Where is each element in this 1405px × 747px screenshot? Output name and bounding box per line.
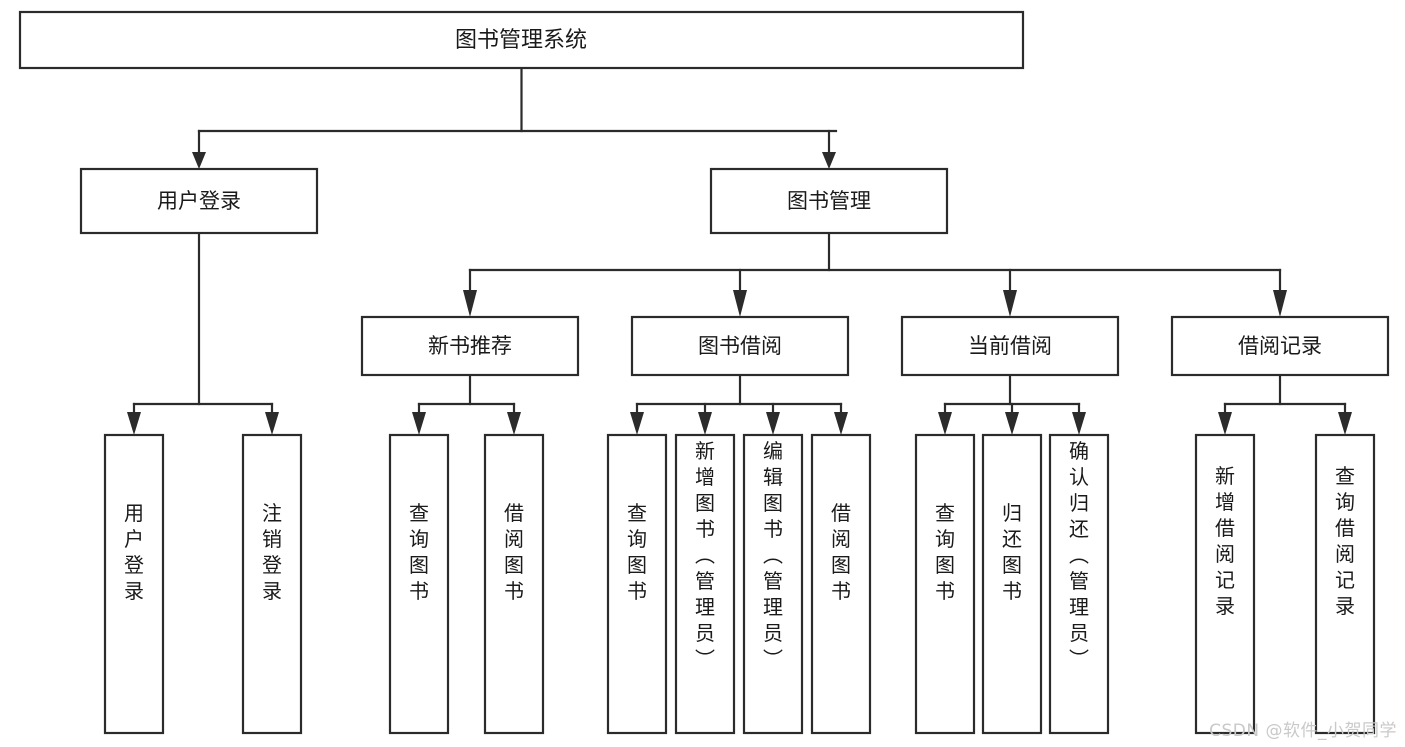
- node-book-management-system[interactable]: 图书管理系统: [18, 10, 1025, 70]
- node-box[interactable]: [360, 315, 580, 377]
- node-leaf-query-record[interactable]: 查询借阅记录: [1314, 433, 1376, 735]
- node-box[interactable]: [388, 433, 450, 735]
- node-label: 图书管理: [787, 189, 871, 213]
- node-borrow-record[interactable]: 借阅记录: [1170, 315, 1390, 377]
- node-label: 查询图书: [627, 501, 647, 603]
- arrowhead-leaf-borrow-book-2: [834, 412, 848, 435]
- node-label: 注销登录: [262, 501, 282, 603]
- node-box[interactable]: [483, 433, 545, 735]
- node-box[interactable]: [630, 315, 850, 377]
- node-user-login[interactable]: 用户登录: [79, 167, 319, 235]
- arrowhead-leaf-add-book: [698, 412, 712, 435]
- arrowhead-leaf-user-login: [127, 412, 141, 435]
- arrowhead-leaf-borrow-book-1: [507, 412, 521, 435]
- node-book-borrow[interactable]: 图书借阅: [630, 315, 850, 377]
- node-label: 图书借阅: [698, 334, 782, 358]
- node-box[interactable]: [103, 433, 165, 735]
- node-label: 查询图书: [935, 501, 955, 603]
- arrowhead-leaf-query-book-2: [630, 412, 644, 435]
- arrowhead-borrow-record: [1273, 290, 1287, 317]
- node-leaf-confirm-return[interactable]: 确认归还︵管理员︶: [1048, 433, 1110, 735]
- arrowhead-leaf-query-record: [1338, 412, 1352, 435]
- arrowhead-book-management: [822, 152, 836, 169]
- node-label: 当前借阅: [968, 334, 1052, 358]
- node-leaf-query-book-1[interactable]: 查询图书: [388, 433, 450, 735]
- node-box[interactable]: [1194, 433, 1256, 735]
- node-box[interactable]: [1170, 315, 1390, 377]
- node-box[interactable]: [914, 433, 976, 735]
- node-box[interactable]: [981, 433, 1043, 735]
- node-leaf-query-book-3[interactable]: 查询图书: [914, 433, 976, 735]
- node-label: 归还图书: [1002, 501, 1022, 603]
- arrowhead-user-login: [192, 152, 206, 169]
- arrowhead-new-book-recommend: [463, 290, 477, 317]
- node-leaf-add-book[interactable]: 新增图书︵管理员︶: [674, 433, 736, 735]
- node-label: 查询借阅记录: [1335, 464, 1355, 618]
- node-label: 新增借阅记录: [1215, 464, 1235, 618]
- node-new-book-recommend[interactable]: 新书推荐: [360, 315, 580, 377]
- node-label: 新书推荐: [428, 334, 512, 358]
- node-leaf-user-login[interactable]: 用户登录: [103, 433, 165, 735]
- arrowhead-leaf-query-book-3: [938, 412, 952, 435]
- node-label: 编辑图书︵管理员︶: [763, 439, 783, 671]
- node-box[interactable]: [709, 167, 949, 235]
- node-label: 借阅图书: [504, 501, 524, 603]
- node-box[interactable]: [1048, 433, 1110, 735]
- node-label: 确认归还︵管理员︶: [1069, 439, 1089, 671]
- node-box[interactable]: [606, 433, 668, 735]
- node-book-management[interactable]: 图书管理: [709, 167, 949, 235]
- node-box[interactable]: [1314, 433, 1376, 735]
- node-leaf-add-record[interactable]: 新增借阅记录: [1194, 433, 1256, 735]
- node-label: 借阅记录: [1238, 334, 1322, 358]
- arrowhead-leaf-add-record: [1218, 412, 1232, 435]
- node-label: 查询图书: [409, 501, 429, 603]
- node-box[interactable]: [810, 433, 872, 735]
- node-current-borrow[interactable]: 当前借阅: [900, 315, 1120, 377]
- node-leaf-logout-login[interactable]: 注销登录: [241, 433, 303, 735]
- connector-edges: [127, 66, 1352, 435]
- arrowhead-leaf-edit-book: [766, 412, 780, 435]
- node-label: 用户登录: [124, 501, 144, 603]
- csdn-watermark: CSDN @软件_小贺同学: [1209, 721, 1397, 741]
- node-label: 借阅图书: [831, 501, 851, 603]
- arrowhead-leaf-logout-login: [265, 412, 279, 435]
- node-box[interactable]: [742, 433, 804, 735]
- arrowhead-leaf-confirm-return: [1072, 412, 1086, 435]
- node-box[interactable]: [900, 315, 1120, 377]
- arrowhead-current-borrow: [1003, 290, 1017, 317]
- node-label: 图书管理系统: [455, 28, 587, 53]
- node-box[interactable]: [241, 433, 303, 735]
- arrowhead-book-borrow: [733, 290, 747, 317]
- node-leaf-edit-book[interactable]: 编辑图书︵管理员︶: [742, 433, 804, 735]
- leaf-nodes: 用户登录 注销登录 查询图书 借阅图书 查询图书 新增图书︵管理员︶: [103, 433, 1376, 735]
- node-label: 用户登录: [157, 189, 241, 213]
- node-box[interactable]: [674, 433, 736, 735]
- arrowhead-leaf-return-book: [1005, 412, 1019, 435]
- node-leaf-borrow-book-1[interactable]: 借阅图书: [483, 433, 545, 735]
- node-leaf-return-book[interactable]: 归还图书: [981, 433, 1043, 735]
- node-label: 新增图书︵管理员︶: [695, 439, 715, 671]
- node-box[interactable]: [18, 10, 1025, 70]
- node-box[interactable]: [79, 167, 319, 235]
- node-leaf-query-book-2[interactable]: 查询图书: [606, 433, 668, 735]
- arrowhead-leaf-query-book-1: [412, 412, 426, 435]
- node-leaf-borrow-book-2[interactable]: 借阅图书: [810, 433, 872, 735]
